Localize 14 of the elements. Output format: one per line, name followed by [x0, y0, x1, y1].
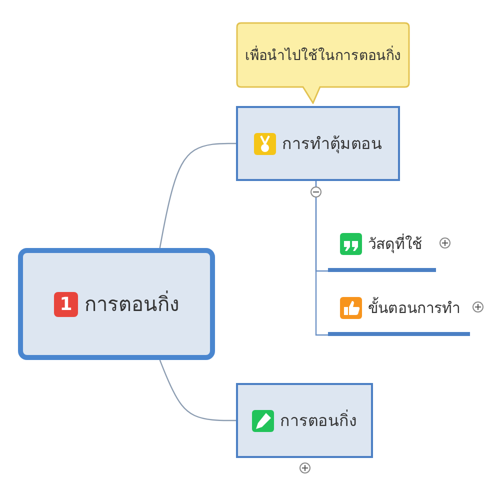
connector-line: [315, 181, 328, 336]
topic-label: การตอนกิ่ง: [84, 290, 180, 318]
connector-line: [159, 142, 236, 248]
topic-label: วัสดุที่ใช้: [368, 232, 422, 256]
callout-bubble: [236, 22, 410, 104]
topic-label: การทำตุ้มตอน: [282, 133, 382, 156]
topic-box: [236, 106, 400, 181]
topic-label: ขั้นตอนการทำ: [368, 296, 460, 319]
topic-box: [236, 383, 373, 458]
topic-label: เพื่อนำไปใช้ในการตอนกิ่ง: [245, 44, 401, 66]
priority-badge: 1: [54, 292, 78, 316]
connector-line: [159, 360, 236, 422]
central-topic-box: [18, 248, 215, 360]
topic-label: การตอนกิ่ง: [280, 408, 357, 432]
